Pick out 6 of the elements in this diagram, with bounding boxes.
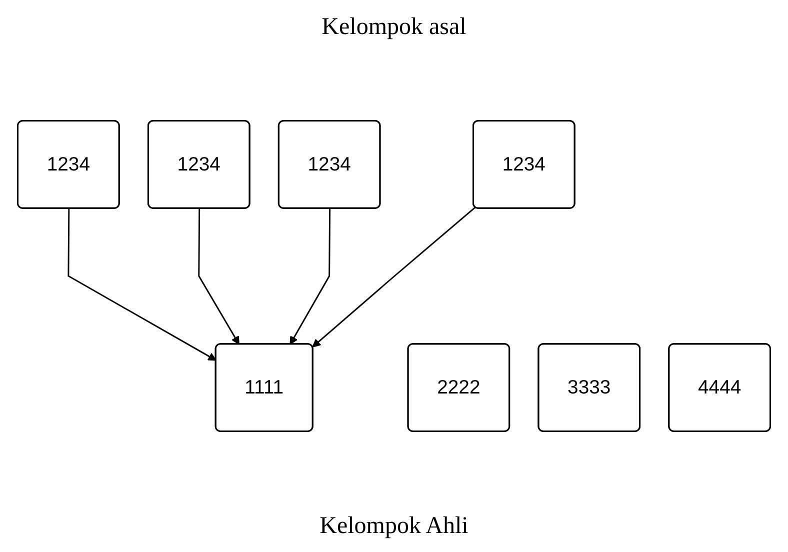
arrow	[68, 208, 216, 361]
diagram-title: Kelompok asal	[322, 14, 466, 41]
arrow	[290, 208, 331, 345]
arrow	[312, 206, 476, 348]
arrow	[198, 208, 240, 345]
diagram-caption: Kelompok Ahli	[320, 513, 468, 540]
